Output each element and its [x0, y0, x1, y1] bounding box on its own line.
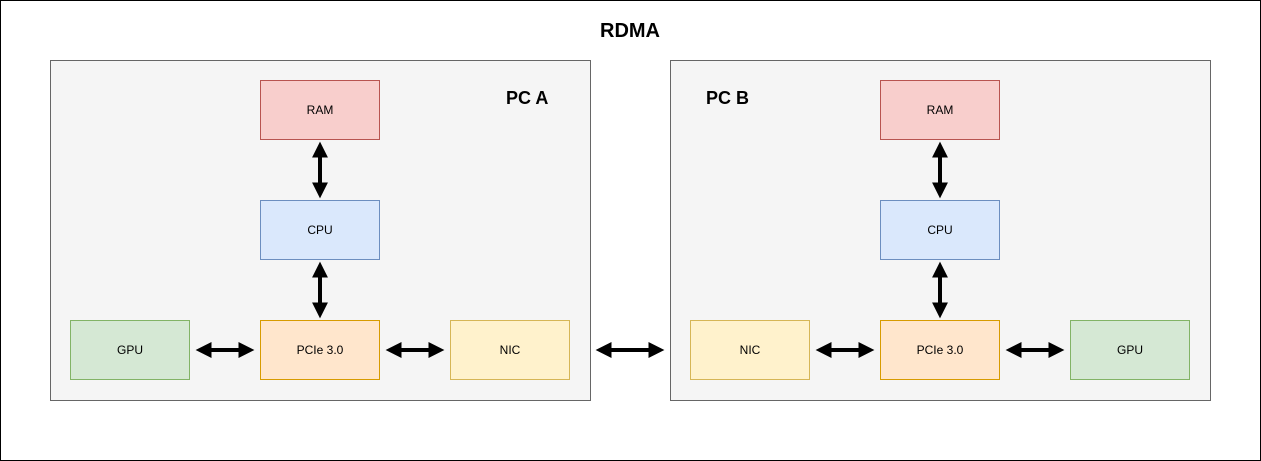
pc-a-cpu: CPU	[260, 200, 380, 260]
pc-a-gpu: GPU	[70, 320, 190, 380]
pc-b-label: PC B	[706, 88, 750, 108]
pc-a-pcie: PCIe 3.0	[260, 320, 380, 380]
pc-a-ram: RAM	[260, 80, 380, 140]
pc-b-gpu: GPU	[1070, 320, 1190, 380]
pc-b-pcie: PCIe 3.0	[880, 320, 1000, 380]
pc-b-cpu: CPU	[880, 200, 1000, 260]
pc-b-ram: RAM	[880, 80, 1000, 140]
pc-a-label: PC A	[506, 88, 549, 108]
diagram-title: RDMA	[600, 20, 660, 42]
pc-b-nic: NIC	[690, 320, 810, 380]
pc-a-nic: NIC	[450, 320, 570, 380]
